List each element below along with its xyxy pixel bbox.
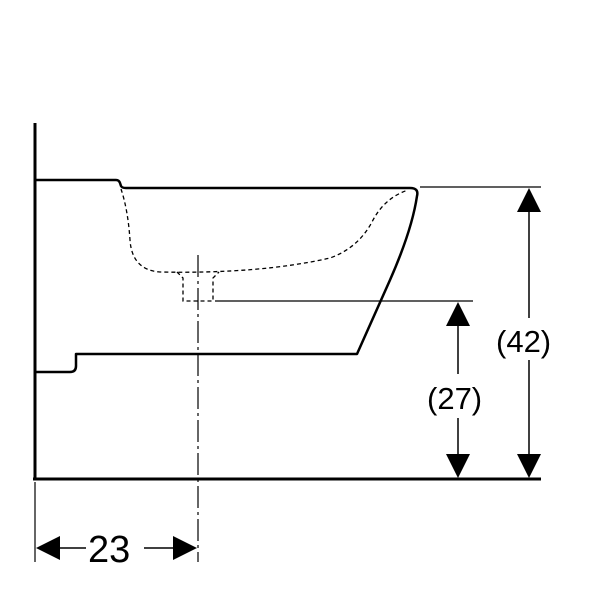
arrowhead-right [173, 536, 197, 560]
dimension-outlet-distance [36, 536, 197, 560]
outlet-distance-label: 23 [88, 529, 131, 571]
arrowhead-up [517, 188, 541, 212]
bowl-hidden-contour [120, 188, 409, 273]
arrowhead-down [446, 454, 470, 478]
ceramic-body-outline [35, 178, 419, 374]
arrowhead-down [517, 454, 541, 478]
dimension-outlet-height [446, 302, 470, 478]
dimension-overall-height [517, 188, 541, 478]
drain-outlet-hidden [176, 271, 220, 302]
arrowhead-up [446, 302, 470, 326]
arrowhead-left [36, 536, 60, 560]
overall-height-label: (42) [496, 324, 552, 359]
outlet-height-label: (27) [427, 381, 483, 416]
